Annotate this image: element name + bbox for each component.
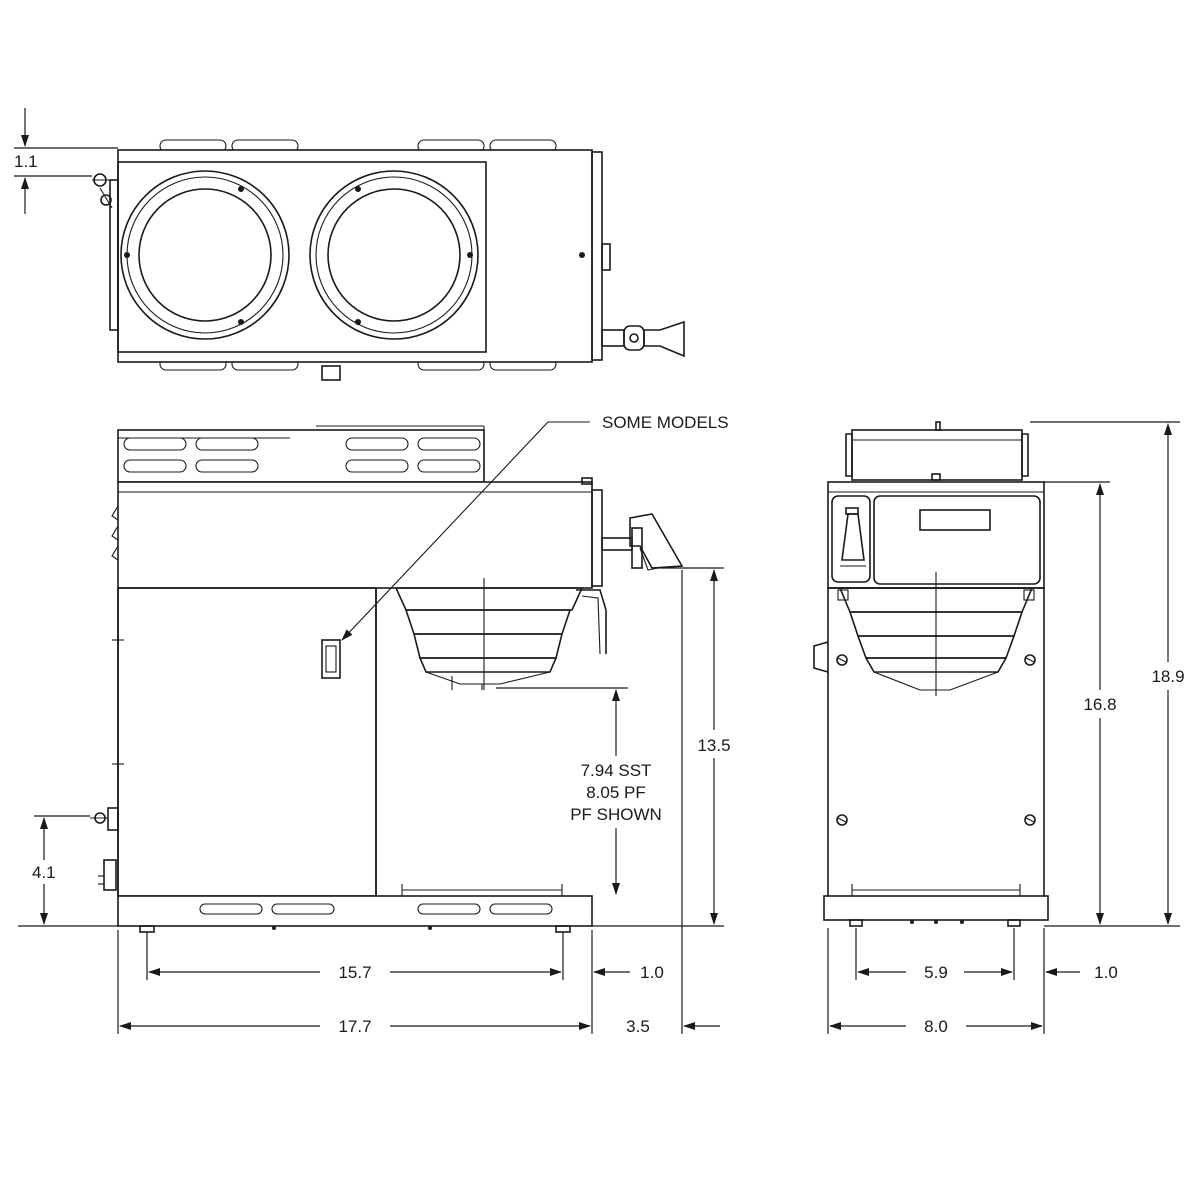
callout-some-models: SOME MODELS (341, 413, 729, 641)
side-view-water-inlet (90, 807, 119, 891)
label-overall-height: 18.9 (1151, 667, 1184, 686)
front-view-dimensions: 16.8 18.9 5.9 1.0 8.0 (827, 421, 1185, 1036)
label-overall-depth: 17.7 (338, 1017, 371, 1036)
label-foot-span-side: 15.7 (338, 963, 371, 982)
label-foot-span-front: 5.9 (924, 963, 948, 982)
front-view-display (919, 509, 991, 531)
top-view-water-inlet (92, 173, 118, 209)
label-top-offset: 1.1 (14, 152, 38, 171)
side-view-warmer-housing (117, 429, 485, 483)
front-view-warmer-housing (851, 429, 1023, 481)
label-overall-width: 8.0 (924, 1017, 948, 1036)
front-view (813, 421, 1049, 927)
label-some-models: SOME MODELS (602, 413, 729, 432)
side-view (90, 425, 684, 933)
top-view-faucet (601, 320, 685, 358)
warmer-ring-left (120, 170, 290, 340)
side-view-drip-tray (117, 895, 593, 927)
label-overhang-side: 1.0 (640, 963, 664, 982)
label-front-height-body: 16.8 (1083, 695, 1116, 714)
side-view-brew-funnel (394, 578, 607, 690)
top-view: 1.1 (14, 108, 685, 381)
on-off-switch (321, 639, 341, 679)
label-funnel-clearance-1: 7.94 SST (581, 761, 652, 780)
label-funnel-clearance-3: PF SHOWN (570, 805, 662, 824)
side-view-tray-slots (199, 903, 553, 915)
front-view-control-panel (873, 495, 1041, 585)
label-faucet-projection: 3.5 (626, 1017, 650, 1036)
label-faucet-height: 13.5 (697, 736, 730, 755)
side-view-dimensions: 4.1 7.94 SST 8.05 PF PF SHOWN 13.5 15.7 … (18, 567, 731, 1036)
side-view-faucet (601, 513, 684, 571)
dim-top-offset: 1.1 (14, 108, 118, 214)
front-view-drip-tray (823, 895, 1049, 921)
front-view-brew-funnel (837, 572, 1035, 696)
side-view-vent-slots (123, 437, 481, 473)
label-side-height-left: 4.1 (32, 863, 56, 882)
label-funnel-clearance-2: 8.05 PF (586, 783, 646, 802)
label-overhang-front: 1.0 (1094, 963, 1118, 982)
warmer-ring-right (309, 170, 479, 340)
